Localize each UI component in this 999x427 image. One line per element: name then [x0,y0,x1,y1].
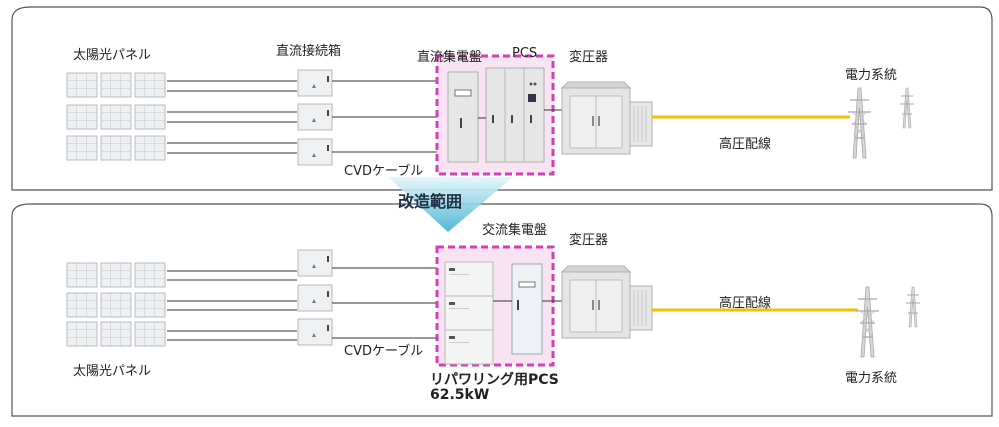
top-dc-collection-panel [447,71,479,163]
bottom-pylon-small [905,286,921,328]
modification-arrow [388,177,513,232]
bottom-cable-label: CVDケーブル [344,344,424,359]
top-junction-label: 直流接続箱 [276,44,342,59]
repowering-pcs-capacity: 62.5kW [430,387,490,403]
modification-scope-label: 改造範囲 [398,192,463,211]
bottom-string-wires [167,270,297,341]
top-transformer [561,81,653,155]
bottom-ac-panel-label: 交流集電盤 [482,223,548,238]
bottom-transformer-label: 変圧器 [569,233,609,248]
top-dc-panel-label: 直流集電盤 [417,50,483,65]
top-string-wires [167,80,297,154]
top-pylon-large [847,87,872,159]
bottom-grid-label: 電力系統 [845,371,898,386]
bottom-junction-boxes [297,249,333,346]
top-transformer-label: 変圧器 [569,50,609,65]
top-cvd-wires [332,80,450,153]
bottom-hv-label: 高圧配線 [719,296,772,311]
top-hv-label: 高圧配線 [719,137,772,152]
top-junction-boxes [297,69,333,166]
bottom-transformer [561,265,653,339]
repowering-pcs-label: リパワリング用PCS [430,372,559,388]
top-solar-array [66,72,166,161]
top-frame [11,6,993,191]
top-pcs-label: PCS [512,46,538,61]
top-grid-label: 電力系統 [845,68,898,83]
bottom-repowering-pcs-units [444,261,494,365]
bottom-solar-label: 太陽光パネル [73,364,152,379]
top-solar-label: 太陽光パネル [73,48,152,63]
bottom-frame [11,203,993,417]
top-pylon-small [899,87,915,129]
bottom-solar-array [66,262,166,347]
top-pcs-cabinet [485,67,545,163]
bottom-cvd-wires [332,267,446,339]
bottom-ac-collection-panel [511,263,543,355]
top-cable-label: CVDケーブル [344,164,424,179]
bottom-pylon-large [855,286,880,358]
